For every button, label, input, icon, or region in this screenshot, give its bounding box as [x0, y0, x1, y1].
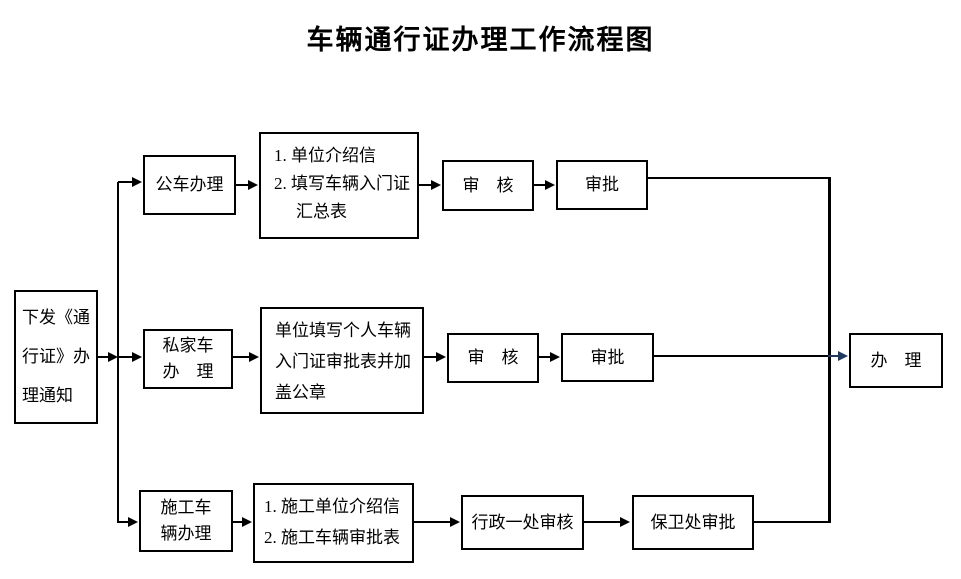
node-review-row3-label: 行政一处审核 [471, 512, 574, 532]
node-review-row1: 审 核 [442, 160, 534, 211]
node-review-row3: 行政一处审核 [461, 495, 584, 550]
connector-row2-docs-review [424, 356, 438, 358]
connector-final-segment [828, 355, 839, 357]
node-private-vehicle-label: 办 理 [162, 362, 214, 381]
node-public-docs: 1. 单位介绍信 2. 填写车辆入门证 汇总表 [259, 132, 419, 239]
connector-start-to-branch [97, 356, 111, 358]
node-review-row2: 审 核 [447, 333, 539, 383]
node-review-row1-label: 审 核 [462, 175, 514, 195]
arrowhead-icon [450, 517, 460, 527]
node-approve-row1: 审批 [556, 160, 648, 210]
connector-row3-cat-docs [233, 521, 244, 523]
connector-row2-cat-docs [233, 356, 250, 358]
doc-item: 入门证审批表并加 [275, 352, 411, 371]
node-construction-vehicle-label: 施工车 [160, 498, 212, 517]
doc-item: 2. 施工车辆审批表 [264, 528, 400, 547]
arrowhead-icon [436, 352, 446, 362]
arrowhead-icon [242, 517, 252, 527]
connector-row1-review-approve [534, 184, 547, 186]
connector-join-vertical-right [828, 177, 831, 523]
node-approve-row3-label: 保卫处审批 [650, 512, 736, 532]
arrowhead-icon [620, 517, 630, 527]
doc-item: 单位填写个人车辆 [275, 321, 411, 340]
connector-row1-cat-docs [236, 184, 250, 186]
doc-item: 1. 施工单位介绍信 [264, 497, 400, 516]
node-final-process-label: 办 理 [870, 350, 922, 370]
connector-row3-approve-right [754, 521, 830, 523]
arrowhead-icon [132, 352, 142, 362]
arrowhead-icon [550, 352, 560, 362]
node-approve-row2-label: 审批 [590, 347, 625, 367]
arrowhead-icon [249, 352, 259, 362]
connector-row1-docs-review [419, 184, 433, 186]
node-public-vehicle: 公车办理 [143, 155, 236, 215]
node-private-vehicle: 私家车 办 理 [143, 329, 233, 389]
arrowhead-icon [838, 351, 848, 361]
arrowhead-icon [431, 180, 441, 190]
arrowhead-icon [248, 180, 258, 190]
node-start-notice: 下发《通 行证》办 理通知 [14, 290, 98, 424]
doc-item: 1. 单位介绍信 [274, 146, 376, 165]
node-public-vehicle-label: 公车办理 [155, 175, 224, 195]
connector-branch-to-row2 [118, 356, 132, 358]
doc-item: 汇总表 [296, 202, 347, 221]
node-approve-row3: 保卫处审批 [632, 495, 754, 550]
node-construction-vehicle: 施工车 辆办理 [139, 490, 233, 552]
doc-item: 盖公章 [275, 383, 326, 402]
node-start-line: 下发《通 [22, 308, 90, 328]
node-approve-row2: 审批 [561, 333, 654, 382]
node-construction-docs: 1. 施工单位介绍信 2. 施工车辆审批表 [253, 483, 414, 563]
connector-row2-approve-right [654, 355, 828, 357]
connector-row3-review-approve [584, 521, 622, 523]
node-construction-vehicle-label: 辆办理 [160, 524, 212, 543]
connector-row1-approve-right [648, 177, 831, 179]
connector-row3-docs-review [414, 521, 452, 523]
node-final-process: 办 理 [849, 333, 943, 388]
arrowhead-icon [545, 180, 555, 190]
connector-branch-to-row3 [118, 521, 129, 523]
arrowhead-icon [128, 517, 138, 527]
node-start-line: 行证》办 [22, 347, 90, 367]
doc-item: 2. 填写车辆入门证 [274, 174, 410, 193]
diagram-title: 车辆通行证办理工作流程图 [306, 25, 655, 55]
node-private-vehicle-label: 私家车 [162, 336, 214, 355]
node-start-line: 理通知 [22, 386, 73, 406]
arrowhead-icon [132, 177, 142, 187]
node-review-row2-label: 审 核 [467, 348, 519, 368]
node-approve-row1-label: 审批 [585, 175, 619, 195]
connector-branch-to-row1 [118, 181, 133, 183]
arrowhead-icon [108, 352, 118, 362]
connector-row2-review-approve [539, 356, 552, 358]
connector-branch-vertical-left [117, 182, 119, 523]
node-private-docs: 单位填写个人车辆 入门证审批表并加 盖公章 [260, 307, 424, 414]
